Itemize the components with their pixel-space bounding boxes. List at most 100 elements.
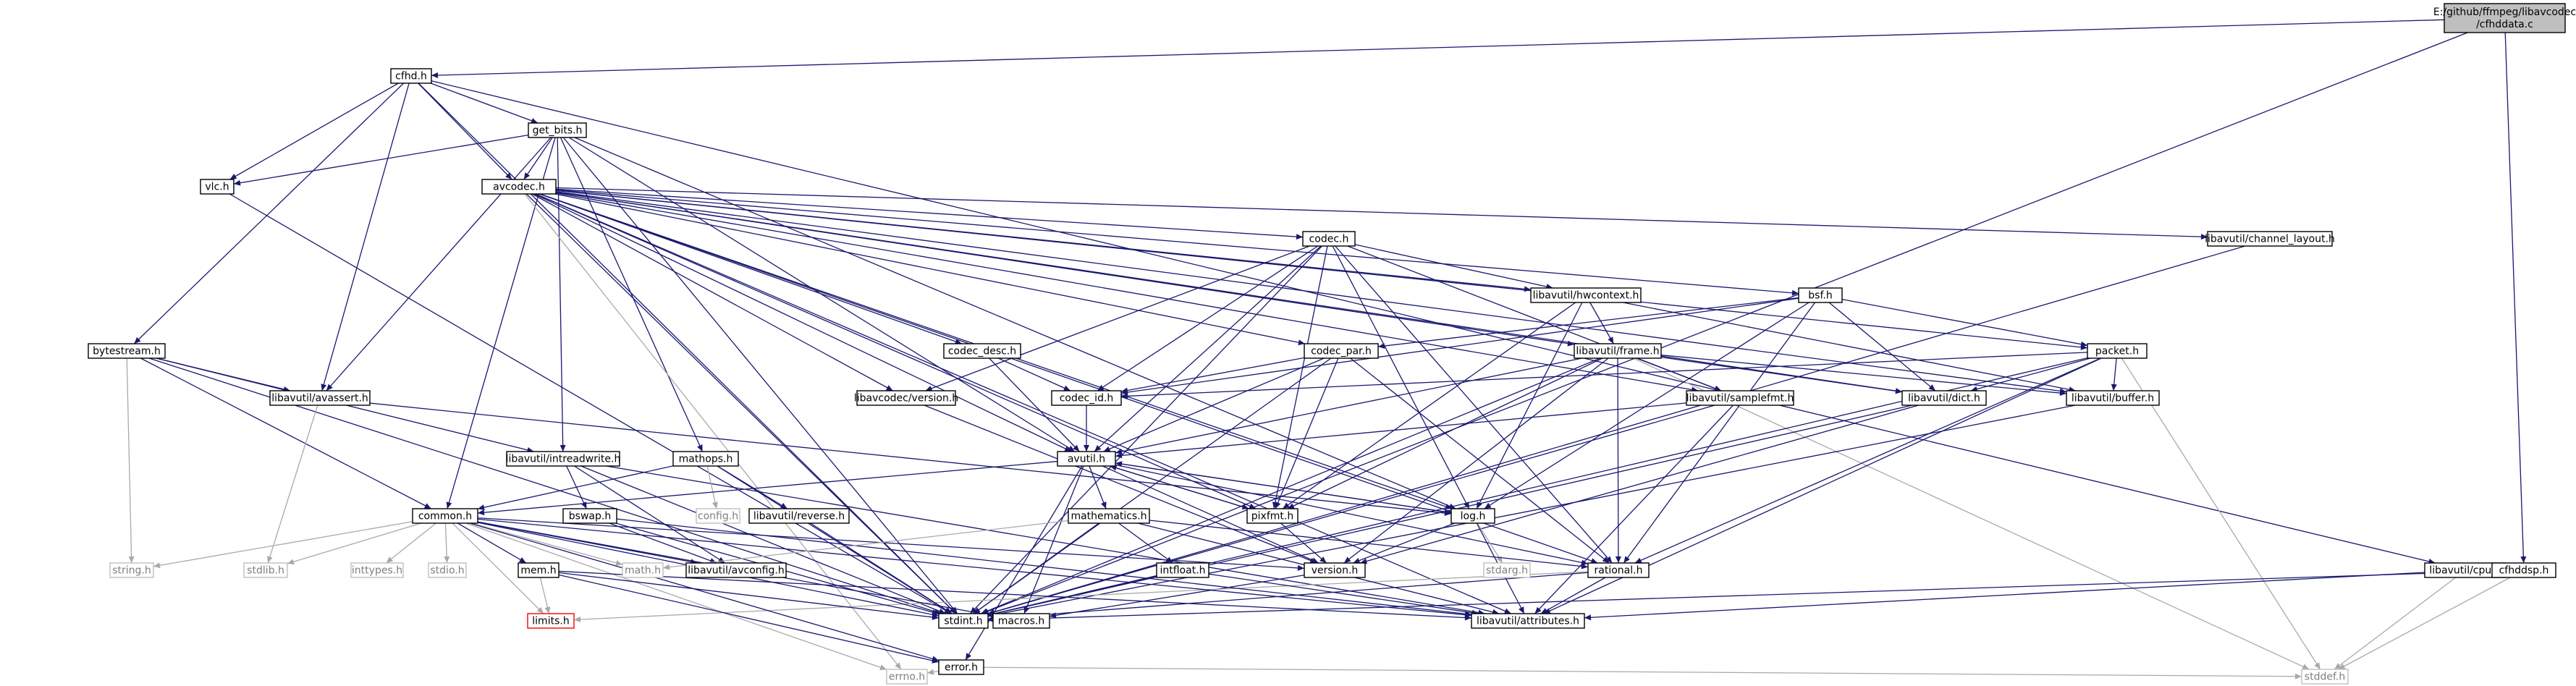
node-channel_layout[interactable]: libavutil/channel_layout.h bbox=[2205, 231, 2335, 247]
node-codec[interactable]: codec.h bbox=[1302, 231, 1356, 247]
node-mathops[interactable]: mathops.h bbox=[672, 451, 739, 467]
node-box-hwcontext[interactable] bbox=[1530, 287, 1642, 303]
node-log[interactable]: log.h bbox=[1450, 508, 1495, 524]
node-macros[interactable]: macros.h bbox=[992, 613, 1050, 629]
node-dict[interactable]: libavutil/dict.h bbox=[1901, 390, 1987, 406]
node-box-string[interactable] bbox=[109, 562, 154, 578]
node-string[interactable]: string.h bbox=[109, 562, 154, 578]
node-box-stdint[interactable] bbox=[938, 613, 989, 629]
node-box-math[interactable] bbox=[622, 562, 664, 578]
node-box-macros[interactable] bbox=[992, 613, 1050, 629]
node-avassert[interactable]: libavutil/avassert.h bbox=[269, 390, 371, 406]
node-box-samplefmt[interactable] bbox=[1686, 390, 1794, 406]
node-label-avassert: libavutil/avassert.h bbox=[271, 393, 368, 405]
node-box-codec_desc[interactable] bbox=[943, 343, 1021, 359]
node-cfhddata[interactable]: E:/github/ffmpeg/libavcodec/cfhddata.c bbox=[2433, 3, 2576, 33]
node-reverse[interactable]: libavutil/reverse.h bbox=[748, 508, 850, 524]
node-bytestream[interactable]: bytestream.h bbox=[88, 343, 166, 359]
node-common[interactable]: common.h bbox=[412, 508, 478, 524]
node-hwcontext[interactable]: libavutil/hwcontext.h bbox=[1530, 287, 1642, 303]
node-stddef[interactable]: stddef.h bbox=[2301, 669, 2349, 685]
node-box-mathematics[interactable] bbox=[1068, 508, 1150, 524]
node-box-channel_layout[interactable] bbox=[2207, 231, 2333, 247]
node-cfhddsp[interactable]: cfhddsp.h bbox=[2491, 562, 2556, 578]
node-box-bswap[interactable] bbox=[562, 508, 617, 524]
node-box-intfloat[interactable] bbox=[1156, 562, 1209, 578]
node-box-codec_id[interactable] bbox=[1051, 390, 1122, 406]
node-box-mem[interactable] bbox=[518, 562, 559, 578]
node-stdarg[interactable]: stdarg.h bbox=[1483, 562, 1531, 578]
node-box-packet[interactable] bbox=[2087, 343, 2148, 359]
node-box-common[interactable] bbox=[412, 508, 478, 524]
node-buffer[interactable]: libavutil/buffer.h bbox=[2066, 390, 2160, 406]
node-box-get_bits[interactable] bbox=[528, 122, 587, 138]
node-box-stdio[interactable] bbox=[428, 562, 467, 578]
node-intfloat[interactable]: intfloat.h bbox=[1156, 562, 1209, 578]
node-box-stdarg[interactable] bbox=[1483, 562, 1531, 578]
node-stdio[interactable]: stdio.h bbox=[428, 562, 467, 578]
node-error[interactable]: error.h bbox=[938, 659, 984, 675]
node-bswap[interactable]: bswap.h bbox=[562, 508, 617, 524]
node-box-stdlib[interactable] bbox=[243, 562, 288, 578]
node-box-codec[interactable] bbox=[1302, 231, 1356, 247]
node-codec_id[interactable]: codec_id.h bbox=[1051, 390, 1122, 406]
node-box-dict[interactable] bbox=[1901, 390, 1987, 406]
node-codec_desc[interactable]: codec_desc.h bbox=[943, 343, 1021, 359]
node-box-log[interactable] bbox=[1450, 508, 1495, 524]
node-box-bsf[interactable] bbox=[1798, 287, 1843, 303]
node-box-cfhd[interactable] bbox=[390, 68, 432, 84]
node-box-lavc_version[interactable] bbox=[856, 390, 956, 406]
node-box-cfhddata[interactable] bbox=[2444, 3, 2566, 33]
node-mathematics[interactable]: mathematics.h bbox=[1068, 508, 1150, 524]
node-samplefmt[interactable]: libavutil/samplefmt.h bbox=[1686, 390, 1794, 406]
node-bsf[interactable]: bsf.h bbox=[1798, 287, 1843, 303]
node-vlc[interactable]: vlc.h bbox=[200, 179, 235, 195]
node-box-intreadwrite[interactable] bbox=[506, 451, 620, 467]
node-avconfig[interactable]: libavutil/avconfig.h bbox=[685, 562, 787, 578]
node-box-rational[interactable] bbox=[1587, 562, 1650, 578]
node-config[interactable]: config.h bbox=[696, 508, 740, 524]
node-box-frame[interactable] bbox=[1574, 343, 1662, 359]
node-math[interactable]: math.h bbox=[622, 562, 664, 578]
node-box-avassert[interactable] bbox=[269, 390, 371, 406]
node-stdint[interactable]: stdint.h bbox=[938, 613, 989, 629]
node-box-avutil[interactable] bbox=[1057, 451, 1116, 467]
node-box-avcodec[interactable] bbox=[481, 179, 557, 195]
node-box-attributes[interactable] bbox=[1471, 613, 1585, 629]
node-avutil[interactable]: avutil.h bbox=[1057, 451, 1116, 467]
node-inttypes[interactable]: inttypes.h bbox=[350, 562, 404, 578]
node-pixfmt[interactable]: pixfmt.h bbox=[1246, 508, 1298, 524]
node-errno[interactable]: errno.h bbox=[886, 669, 928, 685]
node-frame[interactable]: libavutil/frame.h bbox=[1574, 343, 1662, 359]
node-avcodec[interactable]: avcodec.h bbox=[481, 179, 557, 195]
node-box-bytestream[interactable] bbox=[88, 343, 166, 359]
node-box-codec_par[interactable] bbox=[1304, 343, 1379, 359]
node-box-vlc[interactable] bbox=[200, 179, 235, 195]
node-box-reverse[interactable] bbox=[748, 508, 850, 524]
node-box-stddef[interactable] bbox=[2301, 669, 2349, 685]
node-box-mathops[interactable] bbox=[672, 451, 739, 467]
node-box-version[interactable] bbox=[1304, 562, 1366, 578]
node-limits[interactable]: limits.h bbox=[527, 613, 575, 629]
node-box-config[interactable] bbox=[696, 508, 740, 524]
node-lavc_version[interactable]: libavcodec/version.h bbox=[854, 390, 958, 406]
node-mem[interactable]: mem.h bbox=[518, 562, 559, 578]
node-get_bits[interactable]: get_bits.h bbox=[528, 122, 587, 138]
node-version[interactable]: version.h bbox=[1304, 562, 1366, 578]
node-intreadwrite[interactable]: libavutil/intreadwrite.h bbox=[506, 451, 621, 467]
node-stdlib[interactable]: stdlib.h bbox=[243, 562, 288, 578]
node-box-error[interactable] bbox=[938, 659, 984, 675]
node-box-avconfig[interactable] bbox=[685, 562, 787, 578]
node-cfhd[interactable]: cfhd.h bbox=[390, 68, 432, 84]
node-box-buffer[interactable] bbox=[2066, 390, 2160, 406]
node-packet[interactable]: packet.h bbox=[2087, 343, 2148, 359]
node-rational[interactable]: rational.h bbox=[1587, 562, 1650, 578]
node-codec_par[interactable]: codec_par.h bbox=[1304, 343, 1379, 359]
node-box-inttypes[interactable] bbox=[350, 562, 404, 578]
node-box-limits[interactable] bbox=[527, 613, 575, 629]
node-attributes[interactable]: libavutil/attributes.h bbox=[1471, 613, 1585, 629]
node-box-pixfmt[interactable] bbox=[1246, 508, 1298, 524]
node-cpu[interactable]: libavutil/cpu.h bbox=[2424, 562, 2507, 578]
node-box-cfhddsp[interactable] bbox=[2491, 562, 2556, 578]
node-box-errno[interactable] bbox=[886, 669, 928, 685]
